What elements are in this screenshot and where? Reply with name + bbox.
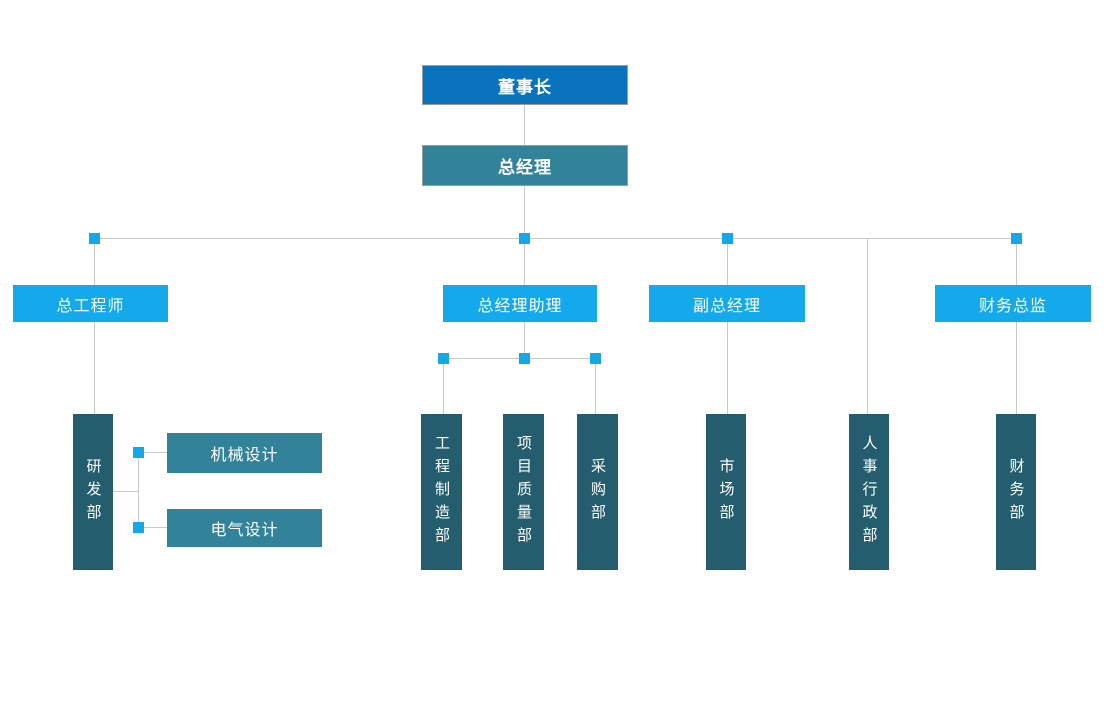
connector-gm-mainline [524,186,525,238]
org-node-project-quality-dept[interactable]: 项目质量部 [503,414,544,570]
junction-square [438,353,449,364]
org-node-marketing-dept[interactable]: 市场部 [706,414,746,570]
org-node-finance-dept[interactable]: 财务部 [996,414,1036,570]
connector-drop-procurement [595,358,596,415]
org-node-finance-director[interactable]: 财务总监 [935,285,1091,322]
connector-drop-chief-engineer [94,238,95,414]
connector-drop-hr-admin [867,238,868,414]
connector-drop-eng-mfg [443,358,444,415]
org-node-procurement-dept[interactable]: 采购部 [577,414,618,570]
connector-rd-stub [113,491,139,492]
connector-drop-deputy-gm [727,238,728,414]
org-node-electrical-design[interactable]: 电气设计 [167,509,322,547]
org-node-general-manager[interactable]: 总经理 [422,145,628,186]
org-node-hr-admin-dept[interactable]: 人事行政部 [849,414,889,570]
connector-rd-electrical [138,527,168,528]
connector-chairman-gm [524,105,525,145]
org-node-chairman[interactable]: 董事长 [422,65,628,105]
junction-square [519,353,530,364]
connector-main-horizontal [94,238,1017,239]
org-node-deputy-gm[interactable]: 副总经理 [649,285,805,322]
org-node-chief-engineer[interactable]: 总工程师 [13,285,168,322]
org-node-rd-dept[interactable]: 研发部 [73,414,113,570]
org-node-gm-assistant[interactable]: 总经理助理 [443,285,597,322]
junction-square [133,447,144,458]
org-node-mechanical-design[interactable]: 机械设计 [167,433,322,473]
junction-square [722,233,733,244]
connector-rd-vertical [138,452,139,527]
junction-square [89,233,100,244]
junction-square [133,522,144,533]
junction-square [590,353,601,364]
junction-square [1011,233,1022,244]
junction-square [519,233,530,244]
org-node-engineering-manufacturing-dept[interactable]: 工程制造部 [421,414,462,570]
connector-rd-mechanical [138,452,168,453]
connector-drop-finance-director [1016,238,1017,414]
